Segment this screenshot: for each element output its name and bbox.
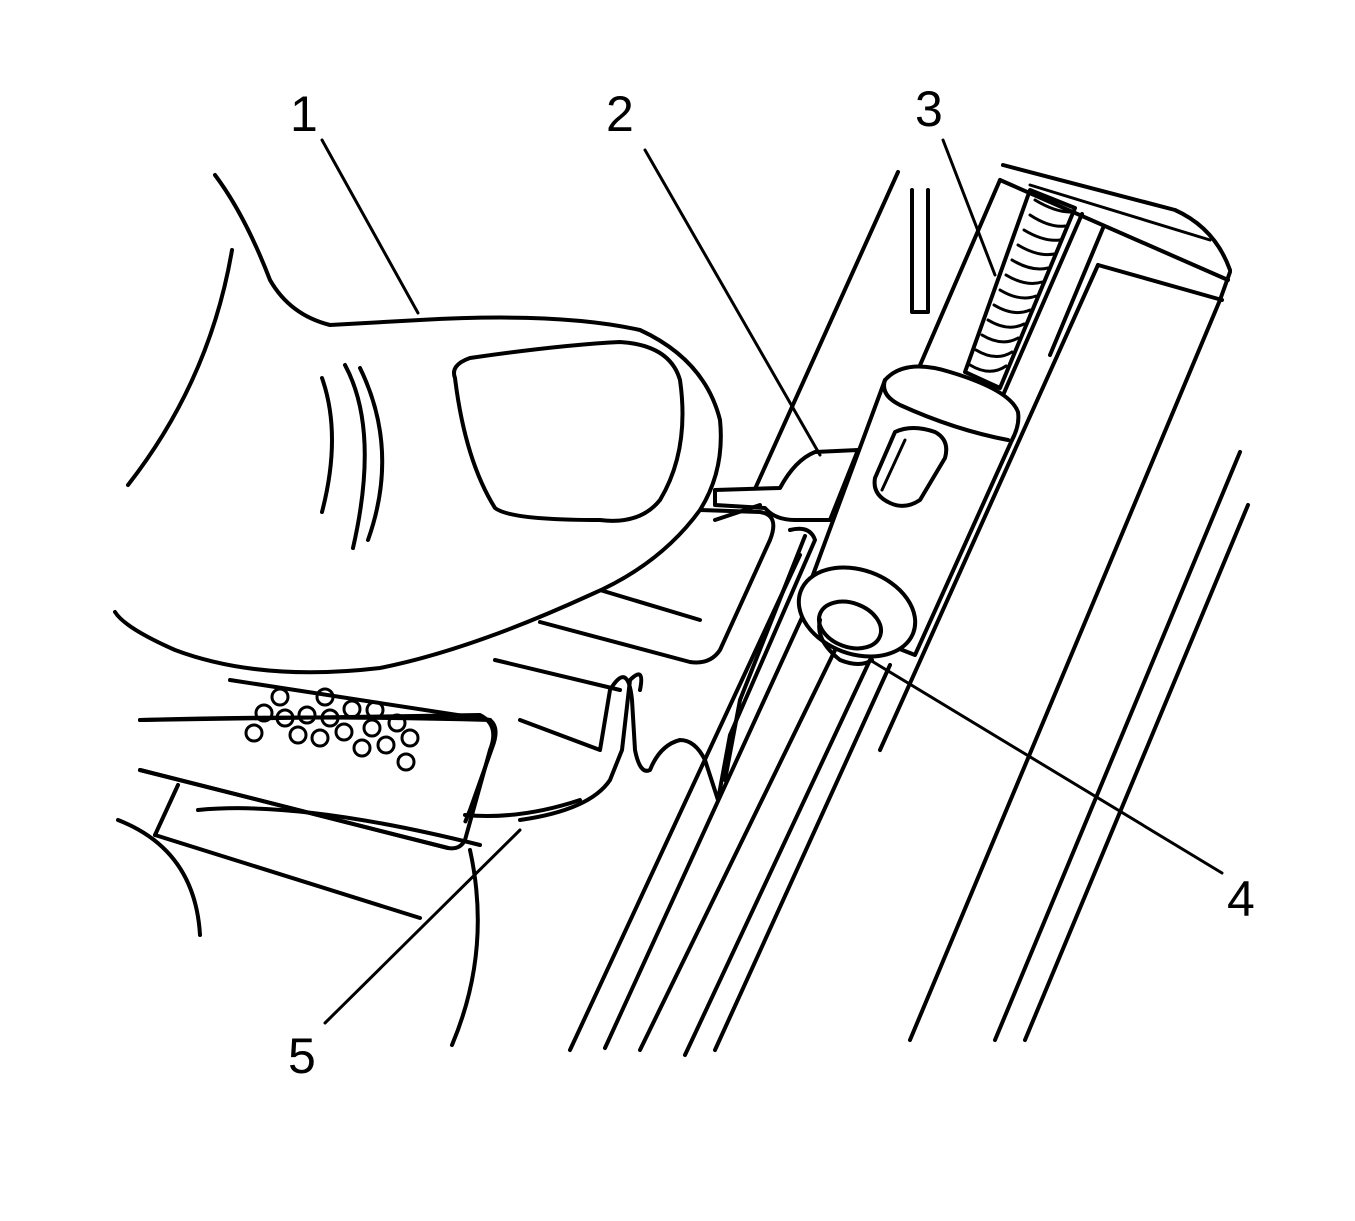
callout-3: 3 bbox=[915, 81, 943, 137]
callout-labels: 1 2 3 4 5 bbox=[288, 81, 1255, 1084]
leader-5 bbox=[323, 828, 522, 1025]
seat-track-rail bbox=[568, 163, 1250, 1057]
retaining-pin bbox=[796, 565, 918, 666]
callout-1: 1 bbox=[290, 86, 318, 142]
mounting-bracket bbox=[493, 508, 817, 822]
perforation-holes bbox=[244, 687, 420, 772]
threaded-screw bbox=[963, 188, 1077, 390]
callout-5: 5 bbox=[288, 1028, 316, 1084]
technician-thumb bbox=[113, 173, 723, 675]
leader-2 bbox=[643, 148, 822, 457]
leader-3 bbox=[941, 138, 997, 277]
leader-1 bbox=[320, 138, 420, 315]
callout-4: 4 bbox=[1227, 871, 1255, 927]
leader-4 bbox=[868, 658, 1224, 875]
callout-2: 2 bbox=[606, 86, 634, 142]
leader-lines bbox=[320, 138, 1224, 1025]
seat-trim-panel bbox=[116, 678, 582, 1047]
